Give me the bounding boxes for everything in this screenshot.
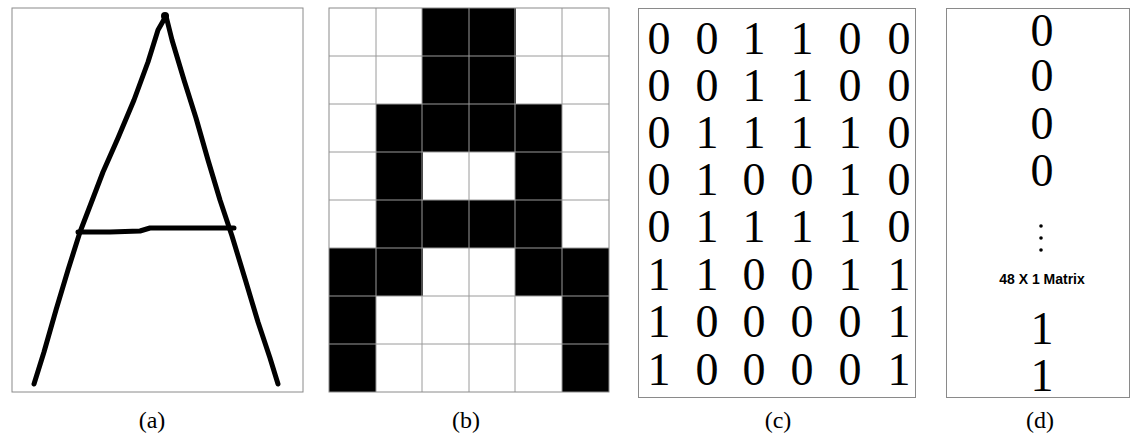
panel-caption: (b) xyxy=(452,408,480,432)
vector-entry: 0 xyxy=(1031,53,1054,99)
matrix-cell: 1 xyxy=(648,252,671,298)
matrix-cell: 0 xyxy=(648,110,671,156)
matrix-cell: 0 xyxy=(791,347,814,393)
matrix-cell: 1 xyxy=(648,299,671,345)
column-vector-panel: 000048 X 1 Matrix11 xyxy=(946,8,1130,398)
matrix-cell: 1 xyxy=(743,110,766,156)
matrix-cell: 1 xyxy=(648,347,671,393)
matrix-cell: 0 xyxy=(791,299,814,345)
matrix-cell: 0 xyxy=(888,204,911,250)
matrix-cell: 0 xyxy=(839,63,862,109)
binary-matrix-panel: 0011000011000111100100100111101100111000… xyxy=(638,8,916,398)
matrix-cell: 1 xyxy=(888,299,911,345)
matrix-cell: 0 xyxy=(696,299,719,345)
matrix-cell: 1 xyxy=(791,63,814,109)
matrix-cell: 0 xyxy=(888,63,911,109)
matrix-size-note: 48 X 1 Matrix xyxy=(999,272,1085,286)
matrix-cell: 0 xyxy=(648,63,671,109)
panel-caption: (d) xyxy=(1026,408,1054,432)
matrix-cell: 1 xyxy=(839,157,862,203)
matrix-cell: 1 xyxy=(791,204,814,250)
vector-entry: 1 xyxy=(1031,306,1054,352)
vector-entry: 0 xyxy=(1031,148,1054,194)
matrix-cell: 1 xyxy=(839,252,862,298)
matrix-cell: 1 xyxy=(888,347,911,393)
hand-drawn-letter xyxy=(34,12,278,384)
panel-caption: (a) xyxy=(139,408,166,432)
matrix-cell: 1 xyxy=(839,204,862,250)
matrix-cell: 0 xyxy=(791,252,814,298)
matrix-cell: 1 xyxy=(696,157,719,203)
matrix-cell: 0 xyxy=(696,16,719,62)
matrix-cell: 0 xyxy=(791,157,814,203)
matrix-cell: 0 xyxy=(743,299,766,345)
matrix-cell: 1 xyxy=(743,204,766,250)
matrix-cell: 1 xyxy=(696,110,719,156)
matrix-cell: 1 xyxy=(743,16,766,62)
matrix-cell: 0 xyxy=(888,16,911,62)
vector-entry: 0 xyxy=(1031,101,1054,147)
matrix-cell: 0 xyxy=(839,347,862,393)
vector-entry: 0 xyxy=(1031,8,1054,54)
matrix-cell: 0 xyxy=(743,252,766,298)
pixel-grid xyxy=(329,8,609,392)
matrix-cell: 1 xyxy=(791,16,814,62)
matrix-cell: 1 xyxy=(696,252,719,298)
sketch-frame xyxy=(12,8,303,392)
matrix-cell: 1 xyxy=(791,110,814,156)
matrix-cell: 0 xyxy=(743,157,766,203)
matrix-cell: 1 xyxy=(696,204,719,250)
ellipsis-dots xyxy=(1039,224,1043,252)
matrix-cell: 1 xyxy=(839,110,862,156)
matrix-cell: 0 xyxy=(648,157,671,203)
matrix-cell: 0 xyxy=(696,347,719,393)
matrix-cell: 0 xyxy=(648,16,671,62)
matrix-cell: 0 xyxy=(696,63,719,109)
matrix-cell: 0 xyxy=(839,299,862,345)
matrix-cell: 0 xyxy=(648,204,671,250)
matrix-cell: 0 xyxy=(888,110,911,156)
matrix-cell: 0 xyxy=(839,16,862,62)
matrix-cell: 1 xyxy=(743,63,766,109)
matrix-cell: 1 xyxy=(888,252,911,298)
matrix-cell: 0 xyxy=(888,157,911,203)
panel-caption: (c) xyxy=(765,408,792,432)
vector-entry: 1 xyxy=(1031,353,1054,399)
matrix-cell: 0 xyxy=(743,347,766,393)
